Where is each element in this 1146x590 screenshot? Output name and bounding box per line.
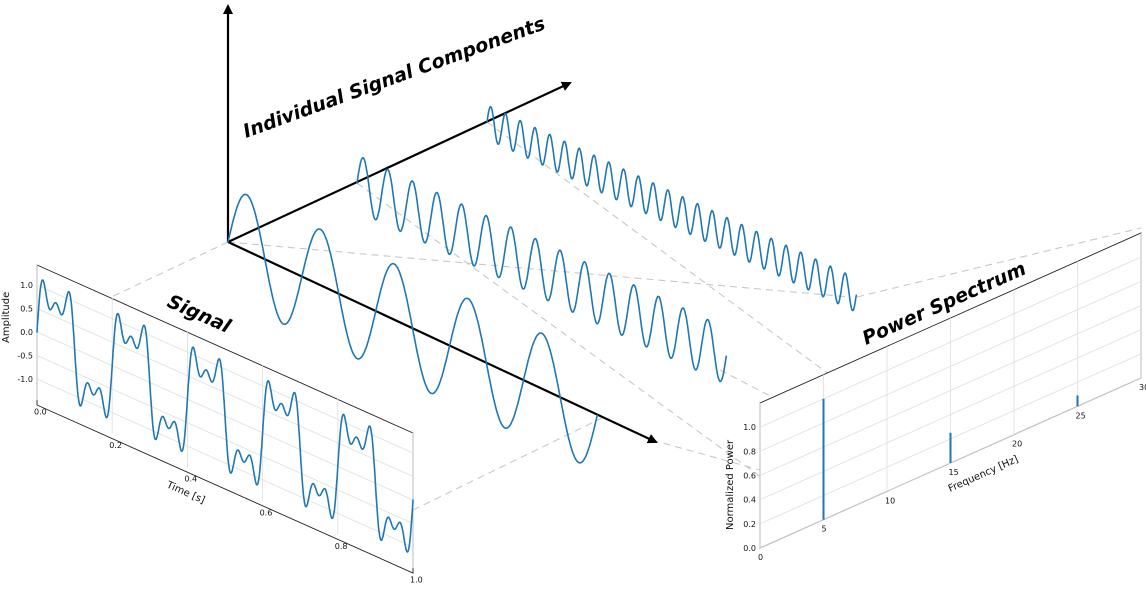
y-tick-label: 0.0 (743, 544, 756, 553)
x-tick-label: 10 (885, 496, 895, 505)
x-tick-label: 30 (1139, 383, 1146, 392)
grid-line (36, 378, 414, 548)
axes-3d (223, 4, 658, 444)
spectrum-bars (822, 395, 1079, 520)
y-tick-label: -1.0 (17, 375, 33, 384)
x-tick-label: 5 (822, 525, 827, 534)
power-spectrum-plot: 0510152025300.00.20.40.60.81.0 Frequency… (725, 232, 1146, 562)
y-tick-label: 1.0 (743, 423, 756, 432)
depth-axis-arrow (227, 81, 572, 243)
x-tick-label: 15 (949, 468, 959, 477)
y-tick-label: 0.5 (20, 305, 33, 314)
signal-line (36, 279, 414, 553)
spectrum-tick-labels: 0 5 10 15 20 25 30 0.0 0.2 0.4 0.6 0.8 1.0 (743, 383, 1146, 562)
guide-line (227, 241, 851, 298)
grid-line (36, 355, 414, 524)
signal-plot: 0.00.20.40.60.81.0-1.0-0.50.00.51.0 Time… (1, 263, 423, 585)
guide-line (651, 439, 761, 471)
component-wave-5hz (227, 193, 599, 464)
x-tick-label: 0 (758, 553, 763, 562)
time-axis-arrow (227, 241, 658, 444)
y-tick-label: 0.2 (743, 520, 756, 529)
y-tick-label: 1.0 (20, 281, 33, 290)
signal-tick-labels: 0.0 0.2 0.4 0.6 0.8 1.0 -1.0 -0.5 0.0 0.5 1.0 (17, 281, 422, 585)
x-tick-label: 0.6 (260, 508, 273, 517)
grid-line (759, 256, 1142, 428)
x-tick-label: 0.2 (109, 441, 122, 450)
x-tick-label: 0.4 (184, 475, 197, 484)
x-tick-label: 25 (1076, 411, 1086, 420)
y-tick-label: 0.0 (20, 328, 33, 337)
x-tick-label: 0.0 (34, 408, 47, 417)
spectrum-ylabel: Normalized Power (725, 439, 736, 530)
y-tick-label: 0.4 (743, 496, 756, 505)
y-tick-label: 0.6 (743, 472, 756, 481)
grid-line (36, 284, 414, 454)
guide-line (856, 227, 1142, 298)
component-wave-25hz (486, 105, 858, 312)
x-tick-label: 20 (1012, 440, 1022, 449)
x-tick-label: 0.8 (335, 542, 348, 551)
guide-line (356, 182, 821, 521)
component-wave-15hz (356, 157, 728, 383)
guide-line (412, 417, 603, 511)
y-tick-label: 0.8 (743, 447, 756, 456)
y-tick-label: -0.5 (17, 352, 33, 361)
signal-ylabel: Amplitude (1, 292, 12, 343)
x-tick-label: 1.0 (410, 576, 423, 585)
signal-components (227, 105, 858, 464)
grid-line (36, 308, 414, 477)
